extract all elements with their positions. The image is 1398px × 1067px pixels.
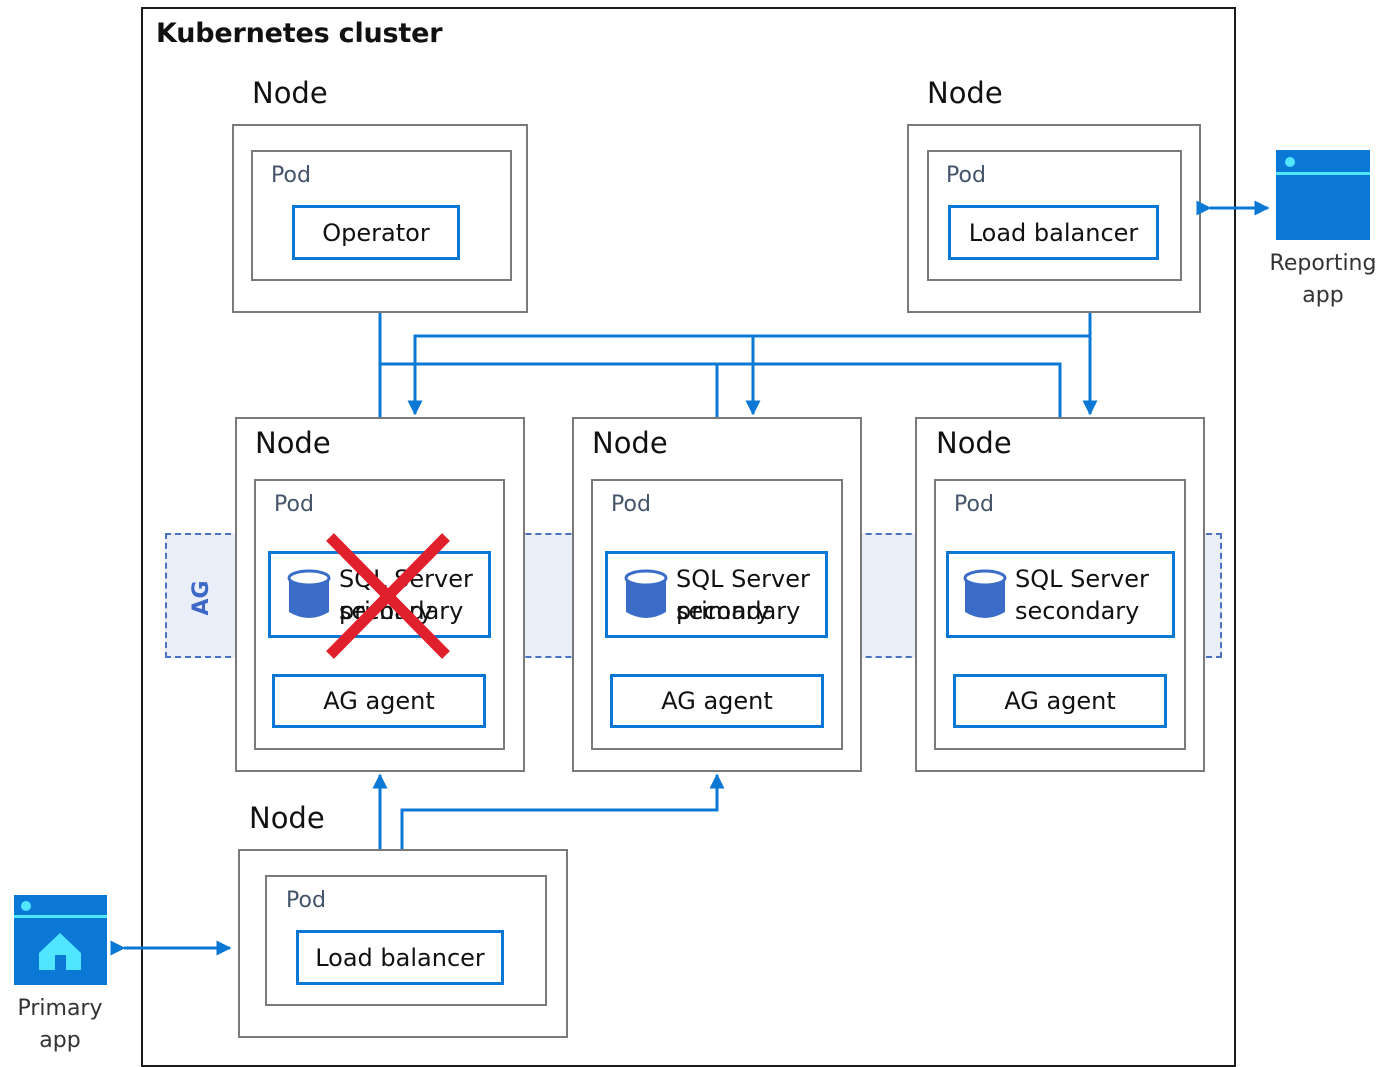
failure-x-mark [326,533,450,659]
sql-server-box-2: SQL Server primary secondary [605,551,828,638]
sql-server-box-3: SQL Server secondary [946,551,1175,638]
reporting-lb-pod [927,150,1182,281]
cluster-title: Kubernetes cluster [156,18,443,49]
node-label: Node [592,426,668,460]
node-label: Node [252,76,328,110]
sql-title: SQL Server [1015,564,1149,593]
reporting-load-balancer-box: Load balancer [948,205,1159,260]
ag-agent-box-2: AG agent [610,674,824,728]
pod-label: Pod [286,888,326,913]
load-balancer-label: Load balancer [315,943,485,972]
pod-label: Pod [954,492,994,517]
ag-agent-box-3: AG agent [953,674,1167,728]
node-label: Node [927,76,1003,110]
operator-connector [717,362,1062,417]
ag-agent-label: AG agent [323,687,435,715]
load-balancer-label: Load balancer [968,218,1139,247]
app-label-line: app [39,1028,81,1053]
primary-app-label: Primary app [0,993,120,1057]
pod-label: Pod [611,492,651,517]
operator-box: Operator [292,205,460,260]
node-label: Node [936,426,1012,460]
pod-label: Pod [274,492,314,517]
operator-pod [251,150,512,281]
app-window-icon [1276,150,1370,240]
app-label-line: Reporting [1269,251,1377,276]
sql-role: secondary [1015,596,1140,625]
operator-label: Operator [322,218,430,247]
node-label: Node [249,801,325,835]
ag-agent-label: AG agent [661,687,773,715]
primary-load-balancer-box: Load balancer [296,930,504,985]
ag-agent-box-1: AG agent [272,674,486,728]
app-home-icon [14,895,107,985]
sql-pod-3 [934,479,1186,750]
sql-title: SQL Server [676,564,810,593]
pod-label: Pod [946,163,986,188]
primary-lb-connector [400,773,725,849]
ag-agent-label: AG agent [1004,687,1116,715]
reporting-lb-connector [407,334,1090,416]
reporting-app-label: Reporting app [1256,248,1390,312]
primary-lb-pod [265,875,547,1006]
database-icon [287,569,331,618]
sql-pod-1 [254,479,505,750]
operator-connector [380,362,719,417]
database-icon [963,569,1007,618]
node-label: Node [255,426,331,460]
sql-role: primary [676,596,770,625]
database-icon [624,569,668,618]
sql-role-overlap: secondary [676,596,801,625]
pod-label: Pod [271,163,311,188]
app-label-line: app [1302,283,1344,308]
app-label-line: Primary [17,996,103,1021]
sql-pod-2 [591,479,843,750]
